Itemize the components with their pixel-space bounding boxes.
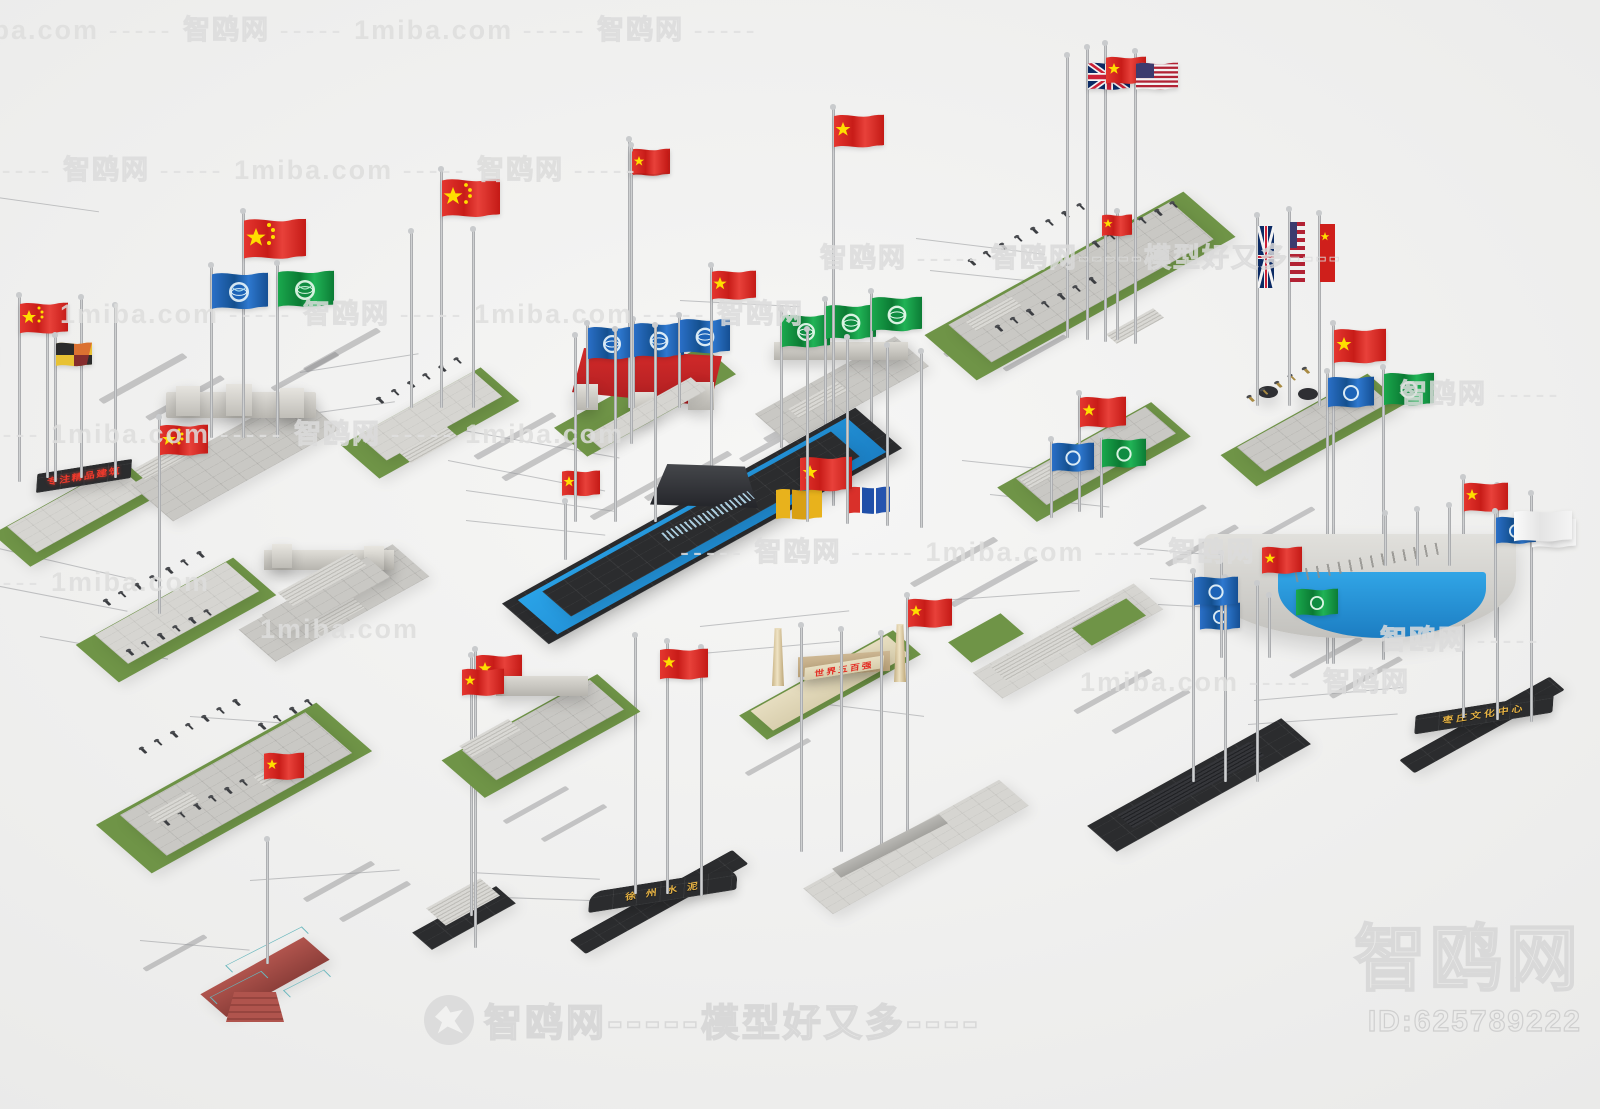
banner-cluster-red xyxy=(848,486,890,521)
flag-corp-green xyxy=(278,270,334,310)
flag-china xyxy=(244,218,306,262)
flag-corp-blue xyxy=(1328,376,1374,410)
flag-china xyxy=(264,752,304,782)
flag-china xyxy=(462,668,504,698)
flag-china xyxy=(908,598,952,630)
model-grass-flag-plaza-lower[interactable] xyxy=(441,662,652,798)
flag-china xyxy=(160,424,208,458)
sign-zaozhuang-text: 枣庄文化中心 xyxy=(1442,702,1526,727)
flag-group-left-edge[interactable] xyxy=(0,292,92,486)
flag-china xyxy=(1262,546,1302,576)
flag-corp-green xyxy=(1102,438,1146,470)
model-national-plaza-bollards[interactable] xyxy=(924,191,1262,381)
flag-pole-tallest-center[interactable] xyxy=(820,104,890,508)
model-zaozhuang-flag-base[interactable]: 枣庄文化中心 xyxy=(1396,676,1586,774)
model-small-stair-unit[interactable] xyxy=(261,551,406,636)
flag-china xyxy=(1334,328,1386,366)
model-curved-pool-plaza[interactable] xyxy=(1200,502,1536,658)
obelisk-right xyxy=(894,624,906,682)
flag-corp-blue xyxy=(1194,576,1238,608)
model-black-granite-plaza[interactable] xyxy=(1087,718,1338,852)
model-stone-terrace-steps[interactable] xyxy=(948,583,1176,699)
flag-china xyxy=(1102,214,1132,238)
flag-usa-vertical xyxy=(1290,222,1305,287)
obelisk-left xyxy=(772,628,784,686)
flag-china xyxy=(660,648,708,682)
flag-pole-tall-center[interactable] xyxy=(700,262,760,496)
flag-china xyxy=(20,302,68,336)
flag-corp-green xyxy=(1296,588,1338,618)
flag-china-vertical xyxy=(1320,224,1335,287)
flag-china xyxy=(712,270,756,302)
flag-china xyxy=(562,470,600,498)
flag-china xyxy=(632,150,668,176)
flag-pole-mid-center[interactable] xyxy=(620,142,680,446)
flag-corp-blue xyxy=(1052,442,1094,474)
model-chain-fence-bollard-plaza[interactable] xyxy=(95,699,388,874)
flag-corp-green xyxy=(872,296,922,334)
flag-usa xyxy=(1136,62,1178,92)
banner-cluster xyxy=(776,488,822,527)
flag-maryland-style xyxy=(56,342,92,368)
flag-white-topright[interactable] xyxy=(1514,510,1594,550)
flag-china xyxy=(834,114,884,150)
model-red-platform-teal-rails[interactable] xyxy=(196,836,346,1030)
flag-group-tri-upper-left[interactable] xyxy=(182,208,334,442)
flag-uk-vertical xyxy=(1256,225,1276,293)
flag-white-pennant xyxy=(1514,510,1572,544)
flag-group-midleft[interactable] xyxy=(130,414,220,618)
flag-corp-blue xyxy=(212,272,268,312)
flag-corp-green xyxy=(1384,372,1434,408)
flag-china xyxy=(442,178,500,220)
model-ramped-podium[interactable] xyxy=(803,779,1054,915)
flag-corp-blue xyxy=(634,322,684,360)
model-obelisk-monument[interactable]: 世界五百强 xyxy=(739,618,942,740)
flag-china xyxy=(800,456,852,494)
flag-group-upper-midleft[interactable] xyxy=(398,166,518,410)
model-tri-flag-stone-plaza[interactable] xyxy=(130,380,360,522)
flag-china xyxy=(1080,396,1126,430)
flag-china xyxy=(1464,482,1508,514)
flag-corp-blue xyxy=(680,318,730,356)
